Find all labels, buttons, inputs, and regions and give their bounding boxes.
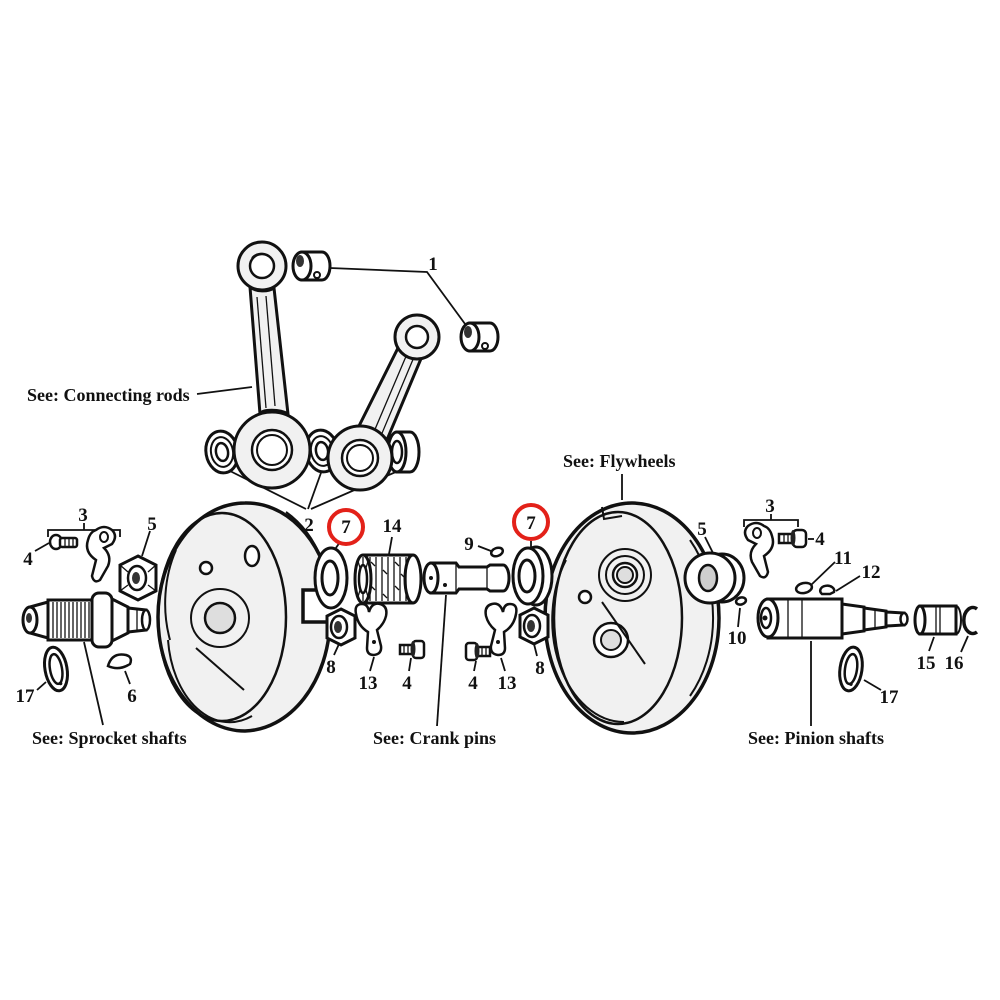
woodruff-key-6 (106, 653, 133, 670)
bolt-4-midright (464, 641, 492, 662)
callout-5-left: 5 (147, 514, 157, 535)
leader-callout-14 (388, 536, 393, 555)
wrist-pin-bushing-b (459, 321, 500, 353)
callout-2: 2 (304, 515, 314, 536)
callout-15: 15 (917, 653, 936, 674)
see-connecting-rods-label: See: Connecting rods (27, 385, 190, 405)
key-washer-17-right (838, 645, 864, 693)
sprocket-shaft-nut (118, 554, 158, 602)
callout-7-right[interactable]: 7 (526, 513, 536, 534)
crank-pin-nut-right (518, 606, 550, 646)
leader-callout-4-left (34, 542, 50, 552)
snap-ring-16 (962, 605, 979, 636)
lock-fork-13-right (484, 602, 518, 657)
callout-16: 16 (945, 653, 964, 674)
leader-callout-8-left (333, 643, 340, 656)
leader-see-crank-pins (436, 594, 447, 727)
thrust-washer-7-right (511, 545, 554, 607)
callout-4-midright: 4 (468, 673, 478, 694)
bolt-left (48, 533, 79, 551)
pin-10 (734, 596, 748, 606)
pinion-shaft (756, 597, 909, 640)
callout-12: 12 (862, 562, 881, 583)
dowel-pin-9 (489, 546, 505, 558)
callout-8-right: 8 (535, 658, 545, 679)
cross-reference-labels: See: Connecting rods See: Flywheels See:… (27, 385, 884, 748)
leader-callout-2a (229, 470, 307, 510)
leader-callout-6 (124, 670, 131, 685)
wrist-pin-bushing-a (291, 250, 332, 282)
connecting-rod-front (232, 240, 312, 490)
callout-13-right: 13 (498, 673, 517, 694)
callout-11: 11 (834, 548, 852, 569)
callout-4-right: 4 (815, 529, 825, 550)
key-washer-17-left (43, 645, 69, 693)
lock-bracket-right (743, 514, 808, 579)
flywheel-right-notch (601, 506, 623, 521)
callout-9: 9 (464, 534, 474, 555)
leader-callout-2b (307, 469, 323, 510)
callout-4-midleft: 4 (402, 673, 412, 694)
leader-callout-10 (737, 607, 741, 628)
see-pinion-shafts-label: See: Pinion shafts (748, 728, 884, 748)
leader-callout-5-left (141, 530, 151, 557)
bolt-4-midleft (398, 639, 426, 660)
lock-fork-13-left-hole (372, 640, 376, 644)
callout-5-right: 5 (697, 519, 707, 540)
lock-plate-right (743, 521, 775, 579)
crank-pin-nut-left (325, 607, 357, 647)
leader-callout-11 (809, 561, 836, 587)
connecting-rod-rear (326, 313, 441, 492)
callout-7-left[interactable]: 7 (341, 517, 351, 538)
see-sprocket-shafts-label: See: Sprocket shafts (32, 728, 187, 748)
lock-fork-13-left (354, 602, 388, 657)
callout-6: 6 (127, 686, 137, 707)
leader-callout-8-right (533, 643, 538, 657)
callout-10: 10 (728, 628, 747, 649)
lock-plate-left (85, 525, 117, 583)
flywheel-left (156, 501, 334, 733)
callout-3-right: 3 (765, 496, 775, 517)
callout-numbers: 1 2 3 4 5 6 7 7 8 9 10 11 12 13 14 4 4 1… (16, 254, 964, 708)
callout-4-left: 4 (23, 549, 33, 570)
leader-see-connecting-rods (196, 386, 253, 395)
see-flywheels-label: See: Flywheels (563, 451, 675, 471)
callout-17-left: 17 (16, 686, 36, 707)
callout-13-left: 13 (359, 673, 378, 694)
leader-callout-15 (928, 636, 935, 652)
roller-bearing-14 (353, 553, 423, 605)
flywheel-right (543, 501, 721, 735)
highlight-circle-7-right[interactable] (512, 503, 550, 541)
sprocket-shaft (21, 591, 152, 649)
leader-callout-17-left (36, 681, 47, 691)
leader-callout-9 (477, 545, 492, 552)
thrust-washer-7-left (313, 546, 349, 610)
lock-bracket-left (47, 523, 121, 583)
callout-8-left: 8 (326, 657, 336, 678)
bolt-right (777, 528, 808, 549)
crank-pin (422, 561, 511, 595)
pinion-shaft-washer-5 (683, 551, 746, 605)
leader-see-sprocket-shafts (83, 641, 104, 726)
leader-callout-17-right (863, 679, 882, 691)
leader-callout-4-midright (473, 660, 477, 672)
callout-17-right: 17 (880, 687, 900, 708)
see-crank-pins-label: See: Crank pins (373, 728, 496, 748)
leader-callout-4-midleft (408, 657, 412, 672)
lock-fork-13-right-hole (496, 640, 500, 644)
callout-1: 1 (428, 254, 438, 275)
key-11 (794, 581, 814, 595)
leader-callout-13-right (500, 657, 506, 672)
leader-callout-1 (329, 267, 469, 329)
leader-callout-13-left (369, 656, 375, 672)
callout-3-left: 3 (78, 505, 88, 526)
leader-callout-12 (835, 575, 861, 592)
spacer-15 (913, 604, 962, 636)
key-12 (819, 584, 836, 596)
highlight-circle-7-left[interactable] (327, 508, 365, 546)
callout-14: 14 (383, 516, 403, 537)
leader-callout-16 (960, 635, 969, 653)
